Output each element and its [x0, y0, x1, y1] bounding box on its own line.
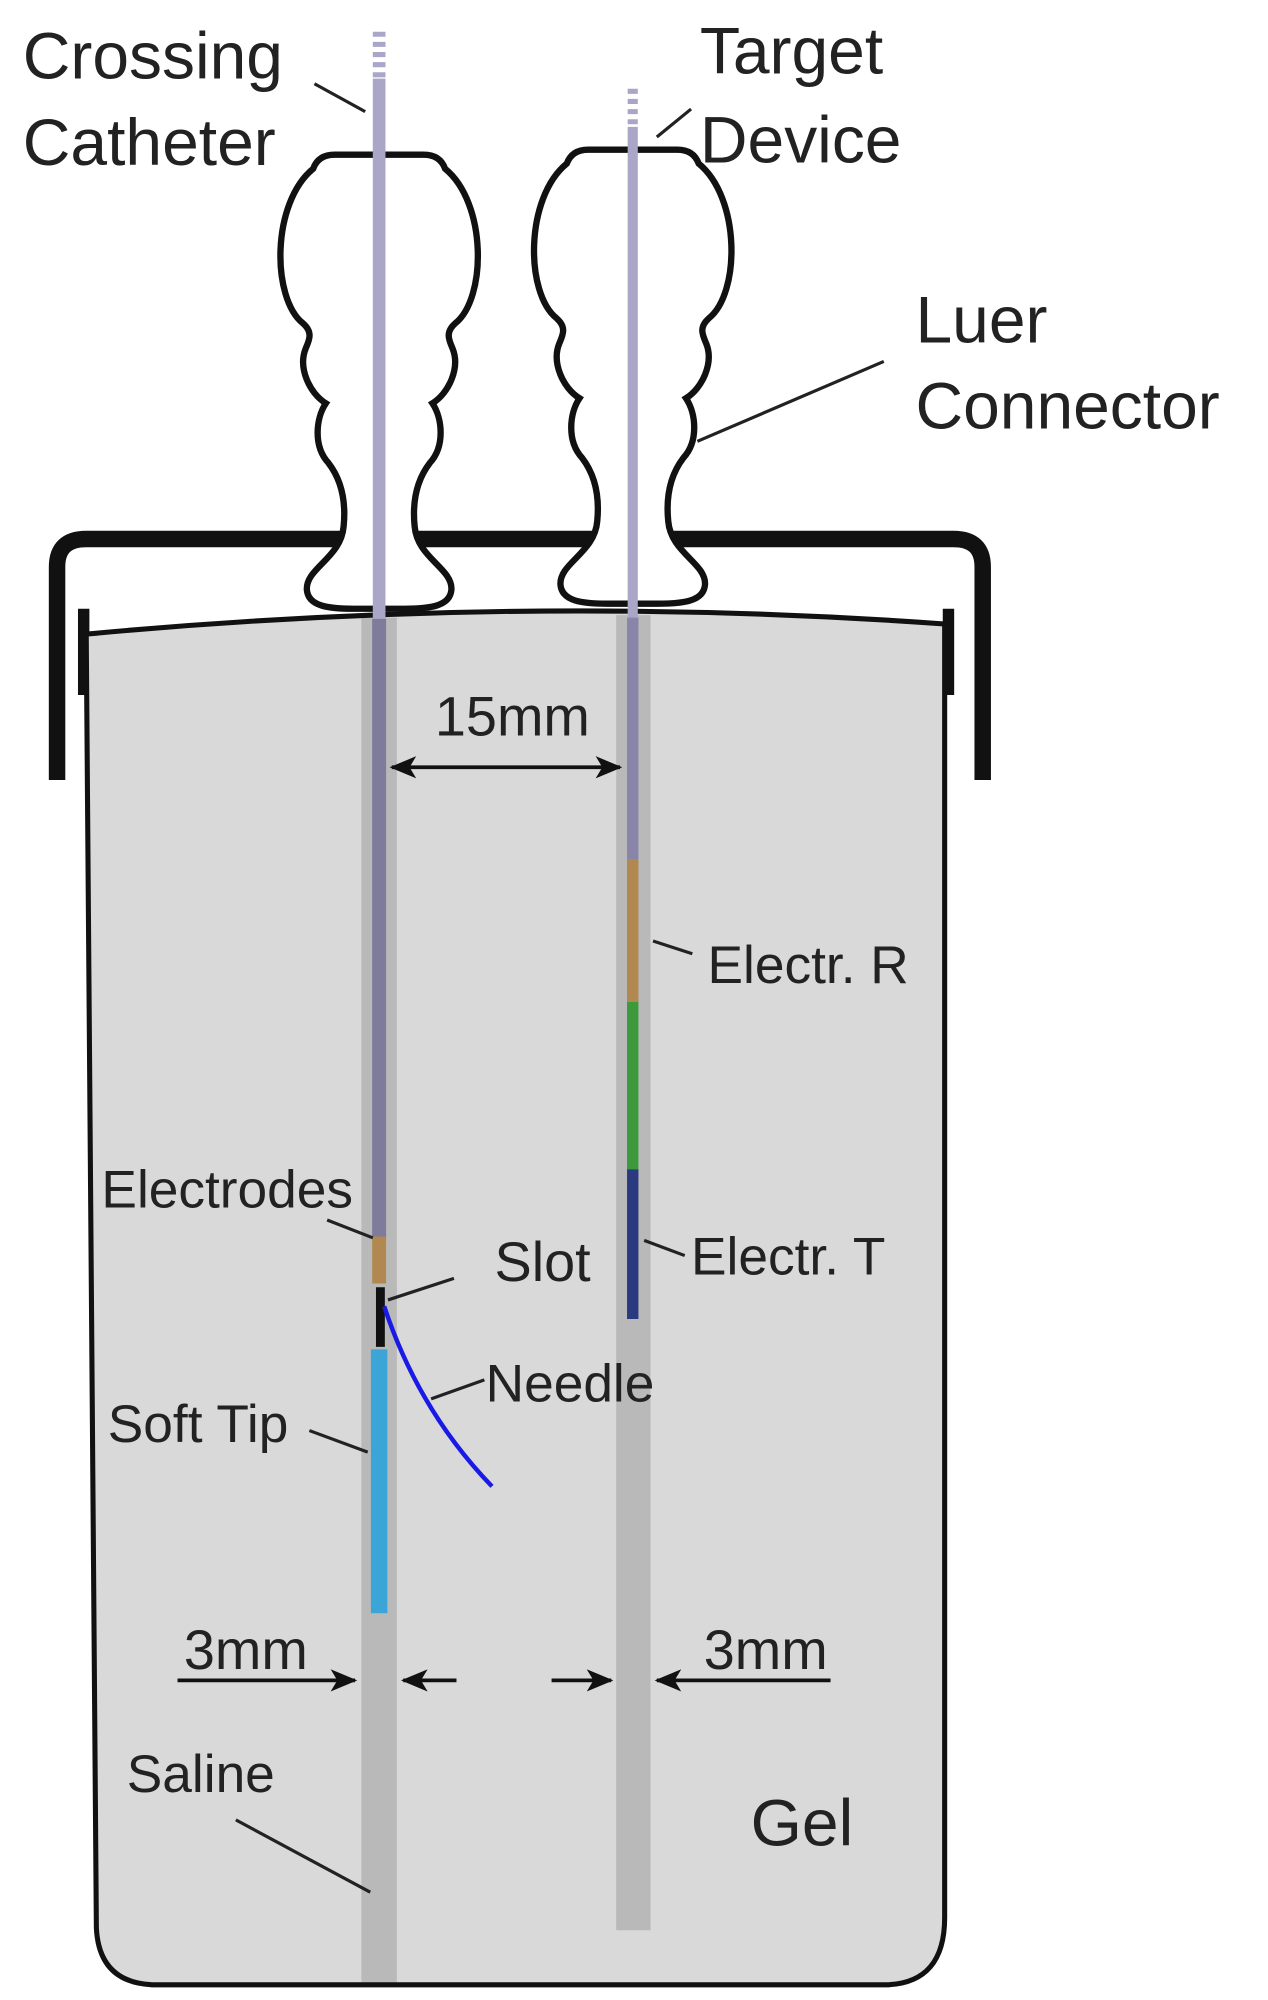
leader-saline: [235, 1818, 372, 1894]
label-width-left: 3mm: [184, 1618, 308, 1681]
gel-outline: [83, 608, 948, 1988]
leader-crossing-catheter: [313, 82, 366, 113]
leader-soft-tip: [308, 1429, 369, 1454]
leader-electr-r: [652, 939, 693, 956]
label-soft-tip: Soft Tip: [108, 1395, 289, 1454]
leader-slot: [387, 1276, 455, 1302]
label-target-line1: Target: [700, 14, 883, 88]
container-lid: [48, 530, 991, 780]
leader-electr-t: [643, 1238, 686, 1258]
label-target-line2: Device: [700, 102, 902, 176]
label-electr-t: Electr. T: [691, 1228, 885, 1287]
label-crossing-line2: Catheter: [23, 105, 276, 179]
label-electr-r: Electr. R: [708, 936, 909, 995]
label-slot: Slot: [495, 1230, 592, 1293]
label-needle: Needle: [486, 1354, 655, 1413]
label-crossing-line1: Crossing: [23, 19, 283, 93]
crossing-catheter: [370, 31, 388, 1614]
gel-body: [86, 610, 945, 1985]
label-distance: 15mm: [435, 685, 590, 748]
needle: [382, 1305, 494, 1488]
label-width-right: 3mm: [704, 1618, 828, 1681]
label-saline: Saline: [127, 1745, 275, 1804]
leader-needle: [430, 1378, 485, 1401]
leader-luer-connector: [696, 359, 885, 443]
label-luer-line1: Luer: [915, 282, 1047, 356]
label-electrodes: Electrodes: [101, 1160, 353, 1219]
leader-target-device: [655, 107, 693, 139]
label-luer-line2: Connector: [915, 369, 1219, 443]
label-gel: Gel: [751, 1785, 854, 1859]
leader-electrodes: [326, 1218, 374, 1240]
